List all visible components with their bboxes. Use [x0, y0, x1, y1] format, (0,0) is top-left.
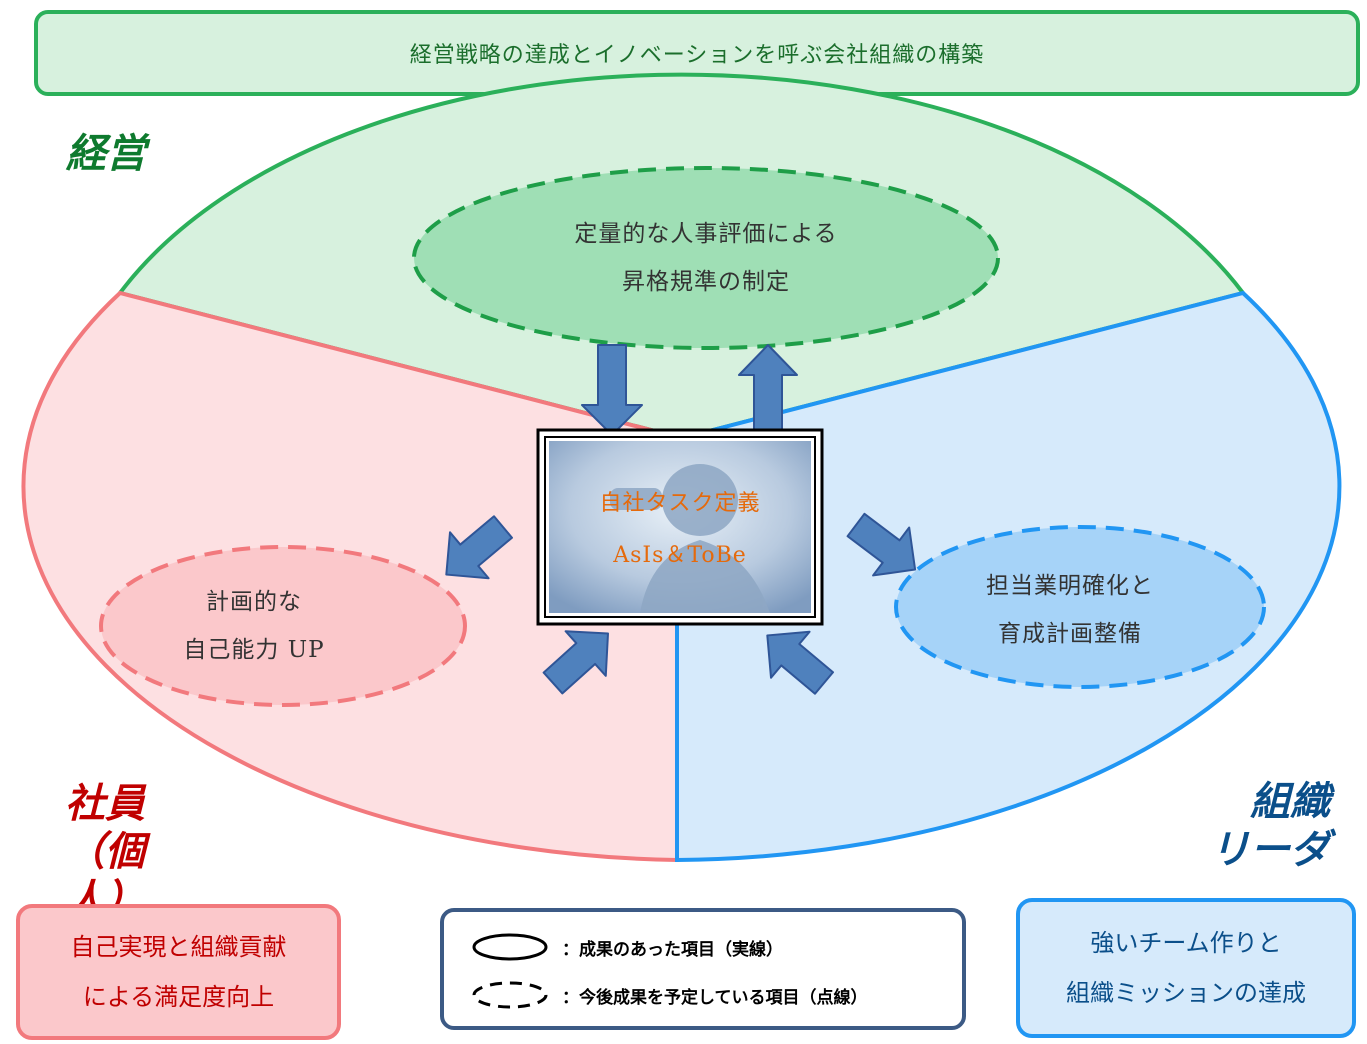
title-text: 経営戦略の達成とイノベーションを呼ぶ会社組織の構築	[409, 43, 985, 68]
employee-result-line1: 自己実現と組織貢献	[70, 933, 287, 961]
center-text: 自社タスク定義 AsIs＆ToBe	[540, 478, 820, 582]
center-text-line2: AsIs＆ToBe	[613, 543, 747, 568]
arrow-up-left-icon	[766, 630, 834, 695]
employee-oval	[99, 545, 467, 707]
arrow-up-right-icon	[542, 630, 609, 695]
employee-oval-line1: 計画的な	[206, 589, 302, 615]
management-label: 経営	[66, 130, 146, 178]
dashed-oval-icon	[472, 981, 548, 1009]
management-oval-text: 定量的な人事評価による 昇格規準の制定	[506, 210, 906, 306]
employee-result-box: 自己実現と組織貢献 による満足度向上	[16, 904, 341, 1040]
organization-oval-line2: 育成計画整備	[998, 621, 1142, 647]
solid-oval-icon	[472, 933, 548, 961]
employee-result-line2: による満足度向上	[82, 983, 275, 1011]
employee-label: 社員 （個人）	[40, 780, 170, 924]
arrow-up-icon	[738, 344, 798, 434]
organization-label: 組織 リーダ	[1190, 778, 1330, 874]
organization-label-line2: リーダ	[1210, 827, 1330, 873]
legend-solid-label: ：成果のあった項目（実線）	[562, 939, 783, 960]
organization-result-line1: 強いチーム作りと	[1090, 929, 1282, 957]
management-oval-line1: 定量的な人事評価による	[574, 221, 838, 247]
legend-dashed-row: ：今後成果を予定している項目（点線）	[470, 978, 868, 1012]
child-binoculars-image	[610, 464, 770, 613]
employee-oval-text: 計画的な 自己能力 UP	[134, 578, 374, 674]
organization-oval-line1: 担当業明確化と	[986, 573, 1154, 599]
employee-oval-line2: 自己能力 UP	[183, 637, 325, 663]
organization-label-line1: 組織	[1250, 779, 1330, 825]
organization-oval	[894, 525, 1266, 689]
management-oval	[412, 166, 1000, 350]
arrow-right-down-icon	[846, 512, 917, 577]
arrow-left-down-icon	[445, 515, 513, 580]
organization-result-line2: 組織ミッションの達成	[1066, 979, 1306, 1007]
employee-label-line1: 社員	[65, 781, 145, 827]
legend-dashed-label: ：今後成果を予定している項目（点線）	[562, 987, 868, 1008]
management-oval-line2: 昇格規準の制定	[622, 269, 790, 295]
center-text-line1: 自社タスク定義	[599, 491, 761, 516]
center-photo-frame	[536, 428, 824, 626]
organization-result-box: 強いチーム作りと 組織ミッションの達成	[1016, 898, 1356, 1038]
arrow-down-icon	[581, 344, 643, 436]
legend-solid-row: ：成果のあった項目（実線）	[470, 930, 783, 964]
organization-oval-text: 担当業明確化と 育成計画整備	[940, 562, 1200, 658]
legend-box: ：成果のあった項目（実線） ：今後成果を予定している項目（点線）	[440, 908, 966, 1030]
management-label-text: 経営	[66, 131, 146, 177]
